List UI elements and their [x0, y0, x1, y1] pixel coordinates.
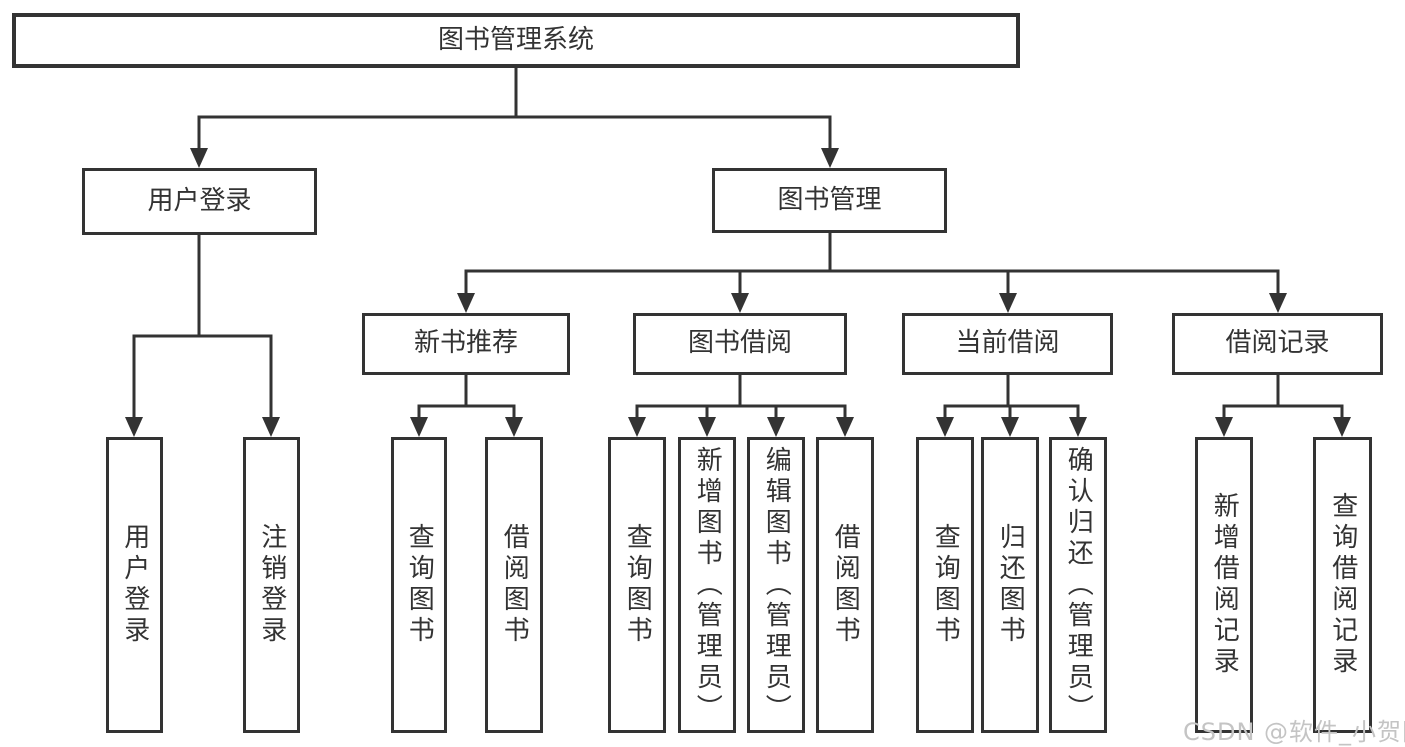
- leaf-label: 注销登录: [256, 523, 287, 647]
- node-label: 用户登录: [147, 185, 252, 216]
- leaf-label: 借阅图书: [499, 523, 530, 647]
- node-current-borrowing: 当前借阅: [902, 313, 1113, 375]
- node-label: 当前借阅: [955, 328, 1060, 359]
- leaf-label: 借阅图书: [830, 523, 861, 647]
- node-borrowing-records: 借阅记录: [1172, 313, 1383, 375]
- node-label: 图书管理: [777, 184, 882, 215]
- node-book-borrowing: 图书借阅: [633, 313, 847, 375]
- leaf-return-book: 归还图书: [981, 437, 1039, 733]
- leaf-label: 新增借阅记录: [1209, 492, 1240, 678]
- watermark: CSDN @软件_小贺同学: [1183, 718, 1405, 746]
- node-label: 新书推荐: [413, 328, 518, 359]
- leaf-label: 编辑图书（管理员）: [761, 445, 792, 725]
- leaf-logout: 注销登录: [243, 437, 300, 733]
- leaf-query-borrow-record: 查询借阅记录: [1313, 437, 1372, 733]
- node-book-management: 图书管理: [712, 168, 947, 233]
- node-library-system: 图书管理系统: [12, 13, 1020, 68]
- node-label: 图书管理系统: [437, 24, 594, 55]
- leaf-label: 查询借阅记录: [1327, 492, 1358, 678]
- node-label: 借阅记录: [1225, 328, 1330, 359]
- leaf-confirm-return-admin: 确认归还（管理员）: [1049, 437, 1107, 733]
- leaf-query-book-recommend: 查询图书: [391, 437, 447, 733]
- node-label: 图书借阅: [687, 328, 792, 359]
- leaf-borrow-book: 借阅图书: [816, 437, 874, 733]
- node-user-login: 用户登录: [82, 168, 317, 235]
- arrowheads: [125, 148, 1351, 437]
- leaf-add-borrow-record: 新增借阅记录: [1195, 437, 1253, 733]
- leaf-query-book-borrowing: 查询图书: [608, 437, 666, 733]
- leaf-label: 查询图书: [930, 523, 961, 647]
- leaf-label: 用户登录: [119, 523, 150, 647]
- leaf-label: 查询图书: [622, 523, 653, 647]
- leaf-label: 新增图书（管理员）: [692, 445, 723, 725]
- leaf-label: 查询图书: [404, 523, 435, 647]
- leaf-add-book-admin: 新增图书（管理员）: [678, 437, 736, 733]
- leaf-user-login: 用户登录: [106, 437, 163, 733]
- leaf-edit-book-admin: 编辑图书（管理员）: [747, 437, 805, 733]
- leaf-query-book-current: 查询图书: [916, 437, 974, 733]
- node-new-book-recommend: 新书推荐: [362, 313, 570, 375]
- leaf-label: 归还图书: [995, 523, 1026, 647]
- leaf-label: 确认归还（管理员）: [1063, 445, 1094, 725]
- leaf-borrow-book-recommend: 借阅图书: [485, 437, 543, 733]
